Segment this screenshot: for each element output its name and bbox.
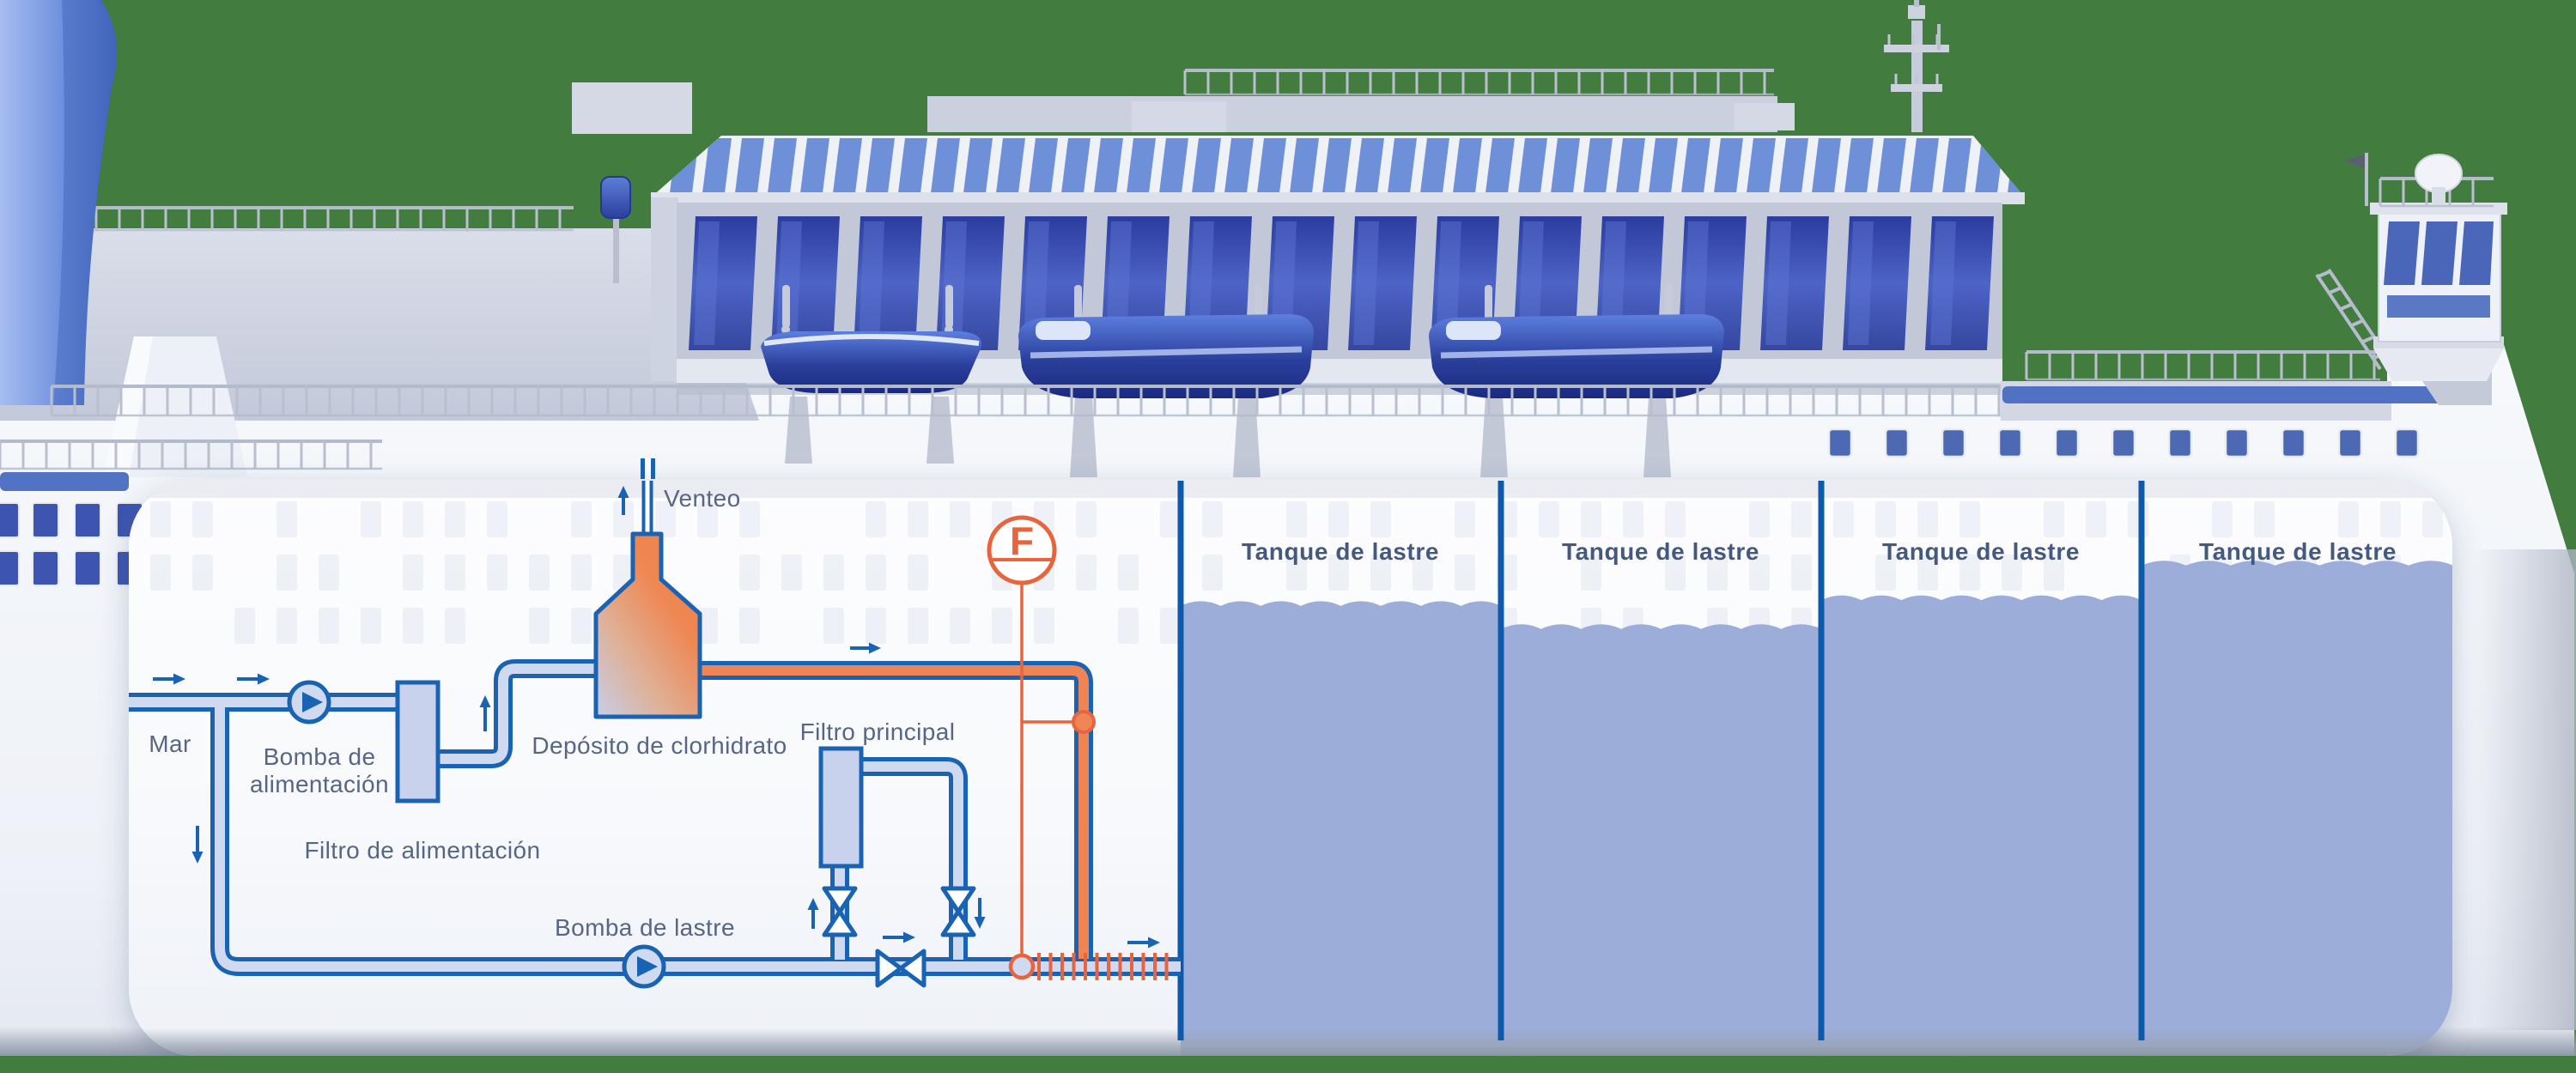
valve-icon [940, 886, 976, 914]
stern-shadow [2473, 549, 2576, 1030]
roof-slats [670, 138, 2025, 193]
ground [0, 1056, 2576, 1073]
label-mar: Mar [149, 730, 191, 757]
label-ballast-pump: Bomba de lastre [555, 914, 735, 941]
label-feed-pump-2: alimentación [250, 771, 389, 797]
injection-tap [1072, 710, 1096, 734]
deckhouse [651, 136, 2025, 395]
valve-icon [822, 886, 858, 914]
tank-dividers [1177, 481, 2145, 1040]
label-tank-2: Tanque de lastre [1562, 538, 1759, 565]
label-feed-filter: Filtro de alimentación [305, 837, 541, 864]
left-superstructure [0, 0, 759, 477]
flow-instrumentation: F [987, 515, 1169, 980]
treatment-schematic: F Venteo Mar Bomba de alimentación Filtr… [129, 481, 2397, 989]
feed-pump [287, 680, 331, 724]
flow-meter-letter: F [1010, 518, 1034, 563]
bridge-wing [2342, 153, 2507, 381]
lamp-head [600, 176, 631, 219]
label-venteo: Venteo [664, 485, 741, 512]
label-deposit: Depósito de clorhidrato [532, 732, 787, 759]
tank-water [2142, 561, 2452, 1056]
lifeboat [1429, 314, 1724, 398]
tank-water [1181, 601, 1501, 1056]
flow-arrows [153, 486, 1160, 949]
main-deck-railing [50, 385, 2001, 417]
flow-meter-icon [987, 515, 1057, 585]
upper-deck-structures [572, 69, 1795, 134]
label-tank-3: Tanque de lastre [1882, 538, 2080, 565]
valve-icon [875, 949, 903, 988]
tank-water [1501, 624, 1821, 1056]
left-hull-details [0, 472, 143, 586]
label-feed-pump-1: Bomba de [264, 743, 376, 770]
lifeboat [1018, 314, 1314, 398]
rescue-boat [761, 331, 982, 393]
feed-filter [395, 680, 440, 803]
main-filter [818, 746, 864, 869]
lifeboats [761, 285, 1724, 477]
label-tank-4: Tanque de lastre [2199, 538, 2397, 565]
lamp-post [613, 216, 619, 283]
ballast-pump [622, 944, 666, 989]
flag [2342, 155, 2365, 168]
radar-dome [2415, 154, 2463, 193]
ballast-water [1181, 561, 2452, 1056]
tank-water [1821, 595, 2142, 1056]
stern-structures [1827, 153, 2507, 458]
vent-pipe-tip [641, 458, 655, 482]
injection-point [1008, 953, 1036, 980]
mast [1884, 0, 1949, 132]
diffuser-ticks [1037, 953, 1169, 980]
label-main-filter: Filtro principal [800, 718, 956, 745]
chlorhydrate-tank [593, 531, 702, 719]
label-tank-1: Tanque de lastre [1242, 538, 1439, 565]
fore-deck-railing [0, 440, 382, 470]
